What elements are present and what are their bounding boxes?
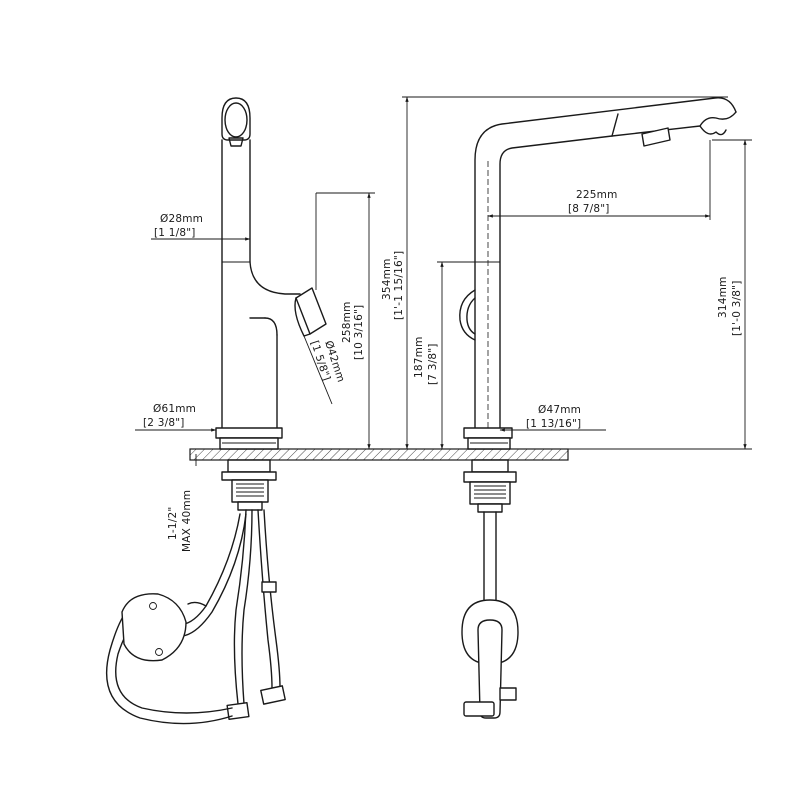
spout-diameter-imperial: [1 1/8"] [154, 227, 196, 239]
spout-height-imperial: [1'-0 3/8"] [731, 281, 743, 337]
dimension-lines [135, 96, 752, 466]
base-diameter-left-imperial: [2 3/8"] [143, 417, 185, 429]
total-height-imperial: [1'-1 15/16"] [393, 251, 405, 320]
right-supply-hoses [461, 511, 519, 719]
spout-reach-metric: 225mm [576, 189, 618, 201]
spout-reach-imperial: [8 7/8"] [568, 203, 610, 215]
right-mounting-hardware [463, 459, 517, 513]
lower-height-metric: 187mm [413, 337, 425, 379]
right-faucet-view [459, 97, 737, 719]
right-faucet-body [474, 97, 737, 429]
lower-height-imperial: [7 3/8"] [427, 343, 439, 385]
left-spout-head [221, 97, 251, 147]
left-faucet-view [106, 97, 327, 725]
spout-height-metric: 314mm [717, 277, 729, 319]
right-spray-head [611, 111, 737, 147]
countertop [189, 448, 569, 461]
total-height-metric: 354mm [381, 259, 393, 301]
spout-diameter-metric: Ø28mm [160, 213, 203, 225]
handle-height-imperial: [10 3/16"] [353, 305, 365, 360]
left-faucet-base [215, 427, 283, 450]
left-supply-hoses [226, 509, 286, 721]
base-diameter-left-metric: Ø61mm [153, 403, 196, 415]
right-handle-lever [459, 289, 476, 341]
right-faucet-base [463, 427, 513, 450]
left-pulldown-hose-loop [106, 513, 247, 725]
base-diameter-right-imperial: [1 13/16"] [526, 418, 581, 430]
base-diameter-right-metric: Ø47mm [538, 404, 581, 416]
left-faucet-body [221, 139, 301, 429]
left-mounting-hardware [221, 459, 277, 511]
deck-thickness-line1: 1-1/2" [167, 507, 179, 540]
deck-thickness-line2: MAX 40mm [181, 490, 193, 552]
left-handle-lever [294, 287, 327, 337]
handle-height-metric: 258mm [341, 302, 353, 344]
